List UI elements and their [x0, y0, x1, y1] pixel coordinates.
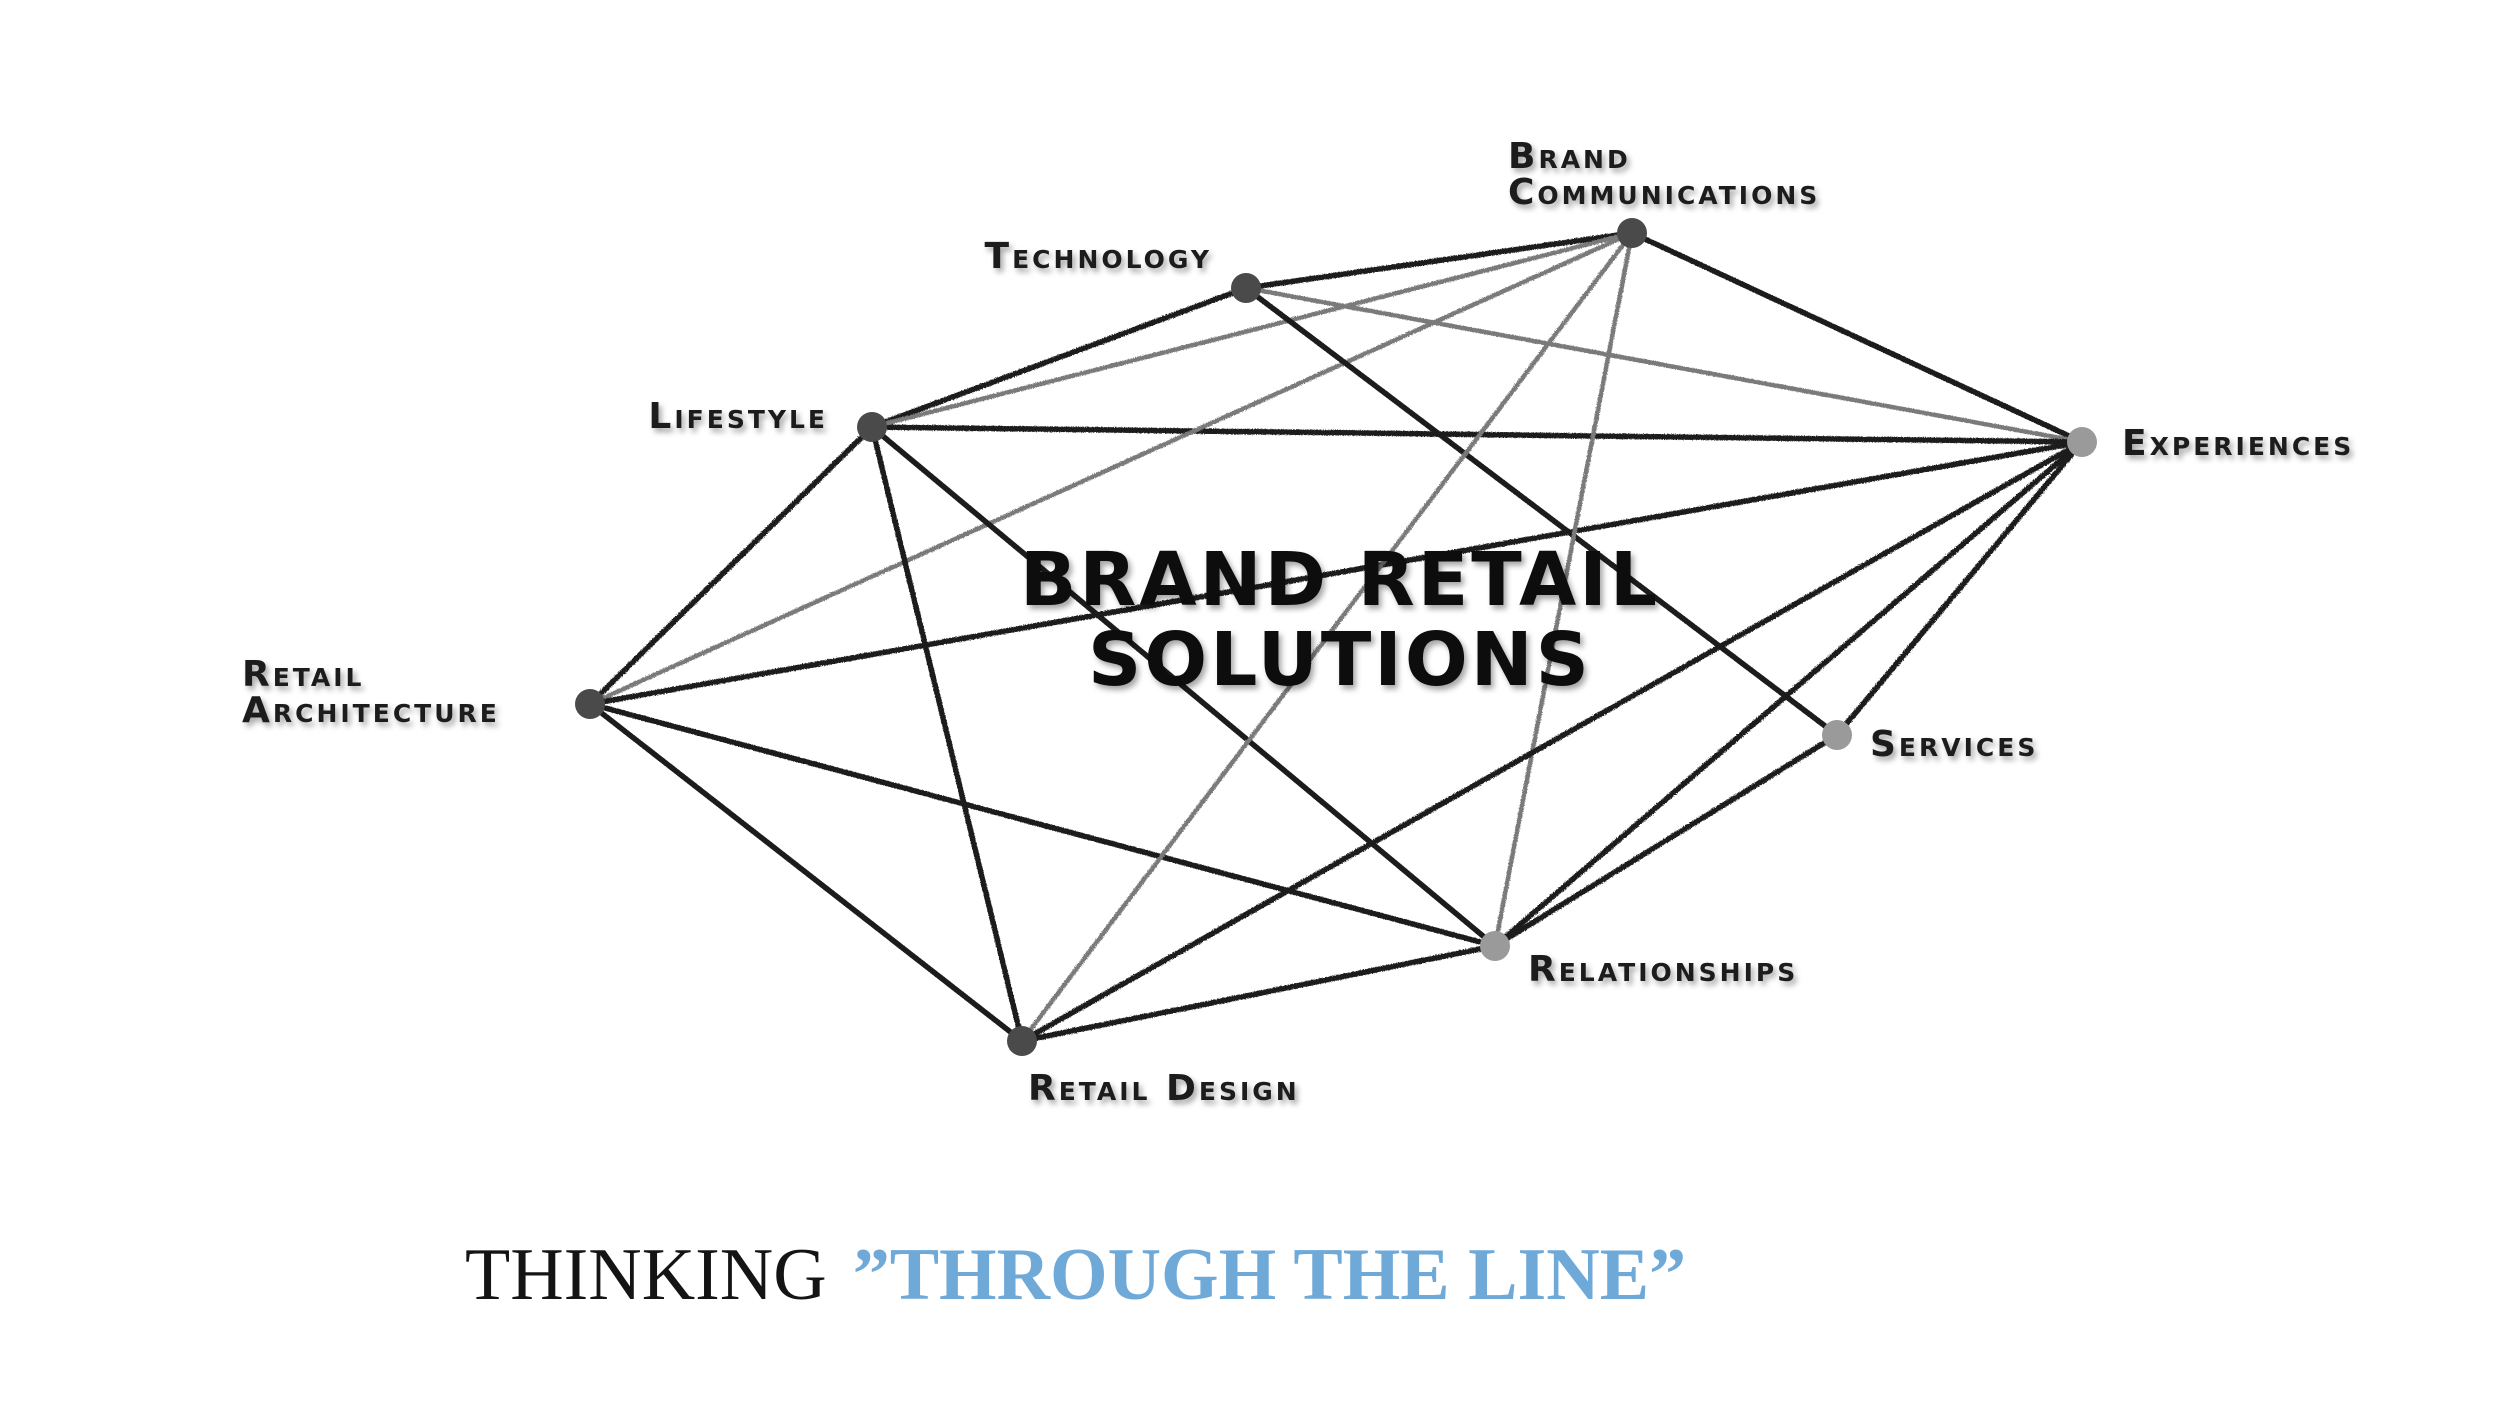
- center-title-line-2: SOLUTIONS: [1088, 617, 1592, 703]
- edge-retail-design-to-brand-communications: [1019, 230, 1635, 1044]
- node-lifestyle: [857, 412, 887, 442]
- tagline-accent: ”THROUGH THE LINE”: [852, 1234, 1687, 1316]
- edge-retail-architecture-to-relationships: [587, 701, 1498, 949]
- edge-technology-to-services: [1243, 285, 1840, 738]
- label-technology: Technology: [985, 236, 1212, 277]
- label-retail-design-line-1: Retail Design: [1028, 1068, 1300, 1109]
- label-services-line-1: Services: [1870, 724, 2038, 765]
- tagline-lead: THINKING: [465, 1234, 827, 1316]
- label-relationships: Relationships: [1528, 949, 1798, 990]
- label-services: Services: [1870, 724, 2038, 765]
- edge-brand-communications-to-experiences: [1629, 230, 2085, 445]
- label-lifestyle: Lifestyle: [648, 396, 828, 437]
- edge-lifestyle-to-retail-design: [869, 424, 1025, 1044]
- edge-services-to-experiences: [1834, 439, 2085, 738]
- node-services: [1822, 720, 1852, 750]
- edge-retail-architecture-to-experiences: [587, 439, 2085, 707]
- label-lifestyle-line-1: Lifestyle: [648, 396, 828, 437]
- edge-retail-architecture-to-lifestyle: [587, 424, 875, 707]
- node-retail-architecture: [575, 689, 605, 719]
- label-retail-architecture-line-1: Retail: [242, 654, 365, 695]
- edge-lifestyle-to-technology: [869, 285, 1249, 430]
- node-technology: [1231, 273, 1261, 303]
- edge-relationships-to-services: [1492, 732, 1840, 949]
- label-brand-communications-line-2: Communications: [1508, 172, 1820, 213]
- node-relationships: [1480, 931, 1510, 961]
- edge-lifestyle-to-experiences: [869, 424, 2085, 445]
- label-retail-design: Retail Design: [1028, 1068, 1300, 1109]
- edge-retail-design-to-experiences: [1019, 439, 2085, 1044]
- edge-technology-to-experiences: [1243, 285, 2085, 445]
- connection-lines: [587, 230, 2085, 1044]
- label-experiences-line-1: Experiences: [2122, 423, 2354, 464]
- edge-lifestyle-to-relationships: [869, 424, 1498, 949]
- center-title-line-1: BRAND RETAIL: [1020, 537, 1660, 623]
- label-experiences: Experiences: [2122, 423, 2354, 464]
- edge-retail-design-to-relationships: [1019, 943, 1498, 1044]
- edge-retail-architecture-to-retail-design: [587, 701, 1025, 1044]
- label-brand-communications-line-1: Brand: [1508, 136, 1631, 177]
- edge-technology-to-brand-communications: [1243, 230, 1635, 291]
- node-experiences: [2067, 427, 2097, 457]
- node-brand-communications: [1617, 218, 1647, 248]
- tagline: THINKING”THROUGH THE LINE”: [465, 1238, 1686, 1312]
- label-technology-line-1: Technology: [985, 236, 1212, 277]
- node-retail-design: [1007, 1026, 1037, 1056]
- label-relationships-line-1: Relationships: [1528, 949, 1798, 990]
- label-retail-architecture-line-2: Architecture: [242, 690, 500, 731]
- center-title: BRAND RETAIL SOLUTIONS: [1020, 537, 1660, 703]
- edge-lifestyle-to-brand-communications: [869, 230, 1635, 430]
- edge-relationships-to-experiences: [1492, 439, 2085, 949]
- edge-relationships-to-brand-communications: [1492, 230, 1635, 949]
- edge-retail-architecture-to-brand-communications: [587, 230, 1635, 707]
- diagram-nodes: [575, 218, 2097, 1056]
